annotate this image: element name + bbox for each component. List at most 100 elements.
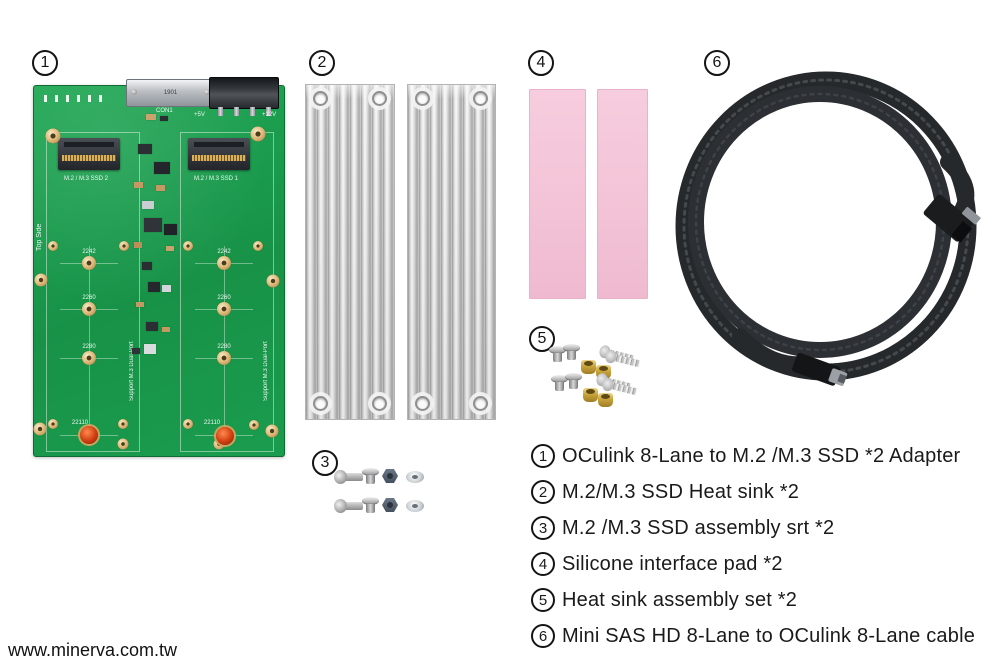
heatsink-1 (305, 84, 395, 420)
mount-hole (217, 351, 231, 365)
heatsink-hole (415, 91, 430, 106)
heatsink-2 (407, 84, 496, 420)
support-label-left: Support M.3 Dual-Port (129, 341, 135, 401)
mount-hole (183, 241, 193, 251)
slot2-label: M.2 / M.3 SSD 2 (64, 176, 109, 182)
smd-component (134, 242, 142, 248)
smd-component (146, 322, 158, 331)
legend-num-5: 5 (531, 588, 555, 612)
ssd1-region-outline (180, 132, 274, 452)
mount-hole (217, 256, 231, 270)
standoff-mark-2280-r: 2280 (217, 344, 231, 350)
smd-component (134, 182, 143, 188)
smd-component (132, 348, 140, 354)
led-indicator (44, 95, 47, 102)
red-standoff (80, 426, 98, 444)
ssd-washer-nut (406, 500, 424, 512)
mount-hole (265, 424, 279, 438)
smd-component (166, 246, 174, 251)
smd-component (164, 224, 177, 235)
legend-item-4: 4 Silicone interface pad *2 (531, 552, 975, 576)
standoff-mark-2242-r: 2242 (217, 249, 231, 255)
oculink-connector: 1901 (126, 79, 215, 107)
legend-label-6: Mini SAS HD 8-Lane to OCulink 8-Lane cab… (562, 624, 976, 647)
mount-hole (118, 419, 128, 429)
mount-hole (253, 241, 263, 251)
legend-label-2: M.2/M.3 SSD Heat sink *2 (562, 480, 800, 503)
brass-standoff (583, 388, 598, 402)
smd-component (148, 282, 160, 292)
mount-hole (82, 351, 96, 365)
oculink-adapter-board: 1901 CON1 +5V +12V M.2 / M.3 SSD 2 M.2 /… (33, 77, 285, 457)
legend-label-3: M.2 /M.3 SSD assembly srt *2 (562, 516, 835, 539)
smd-component (144, 218, 162, 232)
led-indicator (66, 95, 69, 102)
trace-line (89, 246, 90, 441)
ssd-screw-standing (362, 468, 379, 485)
smd-component (142, 262, 152, 270)
smd-component (156, 185, 165, 191)
heatsink-hole (372, 396, 387, 411)
connector-marking: 1901 (163, 90, 178, 96)
ssd2-region-outline (46, 132, 140, 452)
mount-hole (48, 241, 58, 251)
smd-component (160, 116, 168, 121)
watermark-url: www.minerva.com.tw (8, 640, 178, 660)
led-indicator (88, 95, 91, 102)
mount-hole (48, 419, 58, 429)
brass-standoff (581, 360, 596, 374)
mount-hole (34, 273, 48, 287)
power-connector (209, 77, 279, 116)
mount-hole (266, 274, 280, 288)
ssd-screw-side (334, 470, 363, 484)
mount-hole (119, 241, 129, 251)
legend-label-1: OCulink 8-Lane to M.2 /M.3 SSD *2 Adapte… (562, 444, 961, 467)
heatsink-hole (313, 396, 328, 411)
red-standoff (216, 427, 234, 445)
callout-3: 3 (312, 450, 338, 476)
parts-legend: 1 OCulink 8-Lane to M.2 /M.3 SSD *2 Adap… (531, 444, 975, 648)
brass-standoff (598, 393, 613, 407)
standoff-mark-22110-r: 22110 (203, 420, 221, 426)
mount-hole (45, 128, 61, 144)
heatsink-hole (313, 91, 328, 106)
legend-item-6: 6 Mini SAS HD 8-Lane to OCulink 8-Lane c… (531, 624, 975, 648)
m2-slot-1 (188, 138, 250, 170)
ssd-screw-standing (362, 497, 379, 514)
led-indicator (77, 95, 80, 102)
standoff-mark-2260-l: 2260 (82, 295, 96, 301)
heatsink-hole (473, 91, 488, 106)
mount-hole (250, 126, 266, 142)
smd-component (162, 285, 171, 292)
smd-component (144, 344, 156, 354)
ssd-washer-nut (406, 471, 424, 483)
led-indicator (99, 95, 102, 102)
standoff-mark-2260-r: 2260 (217, 295, 231, 301)
heatsink-screw (549, 346, 566, 363)
led-indicator (55, 95, 58, 102)
mount-hole (217, 302, 231, 316)
mount-hole (213, 438, 225, 450)
legend-item-1: 1 OCulink 8-Lane to M.2 /M.3 SSD *2 Adap… (531, 444, 975, 468)
callout-4: 4 (528, 50, 554, 76)
con1-silkscreen: CON1 (156, 108, 173, 114)
callout-1: 1 (32, 50, 58, 76)
trace-line (224, 246, 225, 441)
power-5v-label: +5V (194, 112, 205, 118)
heatsink-hole (372, 91, 387, 106)
mount-hole (249, 420, 259, 430)
smd-component (142, 201, 154, 209)
legend-label-4: Silicone interface pad *2 (562, 552, 783, 575)
legend-num-2: 2 (531, 480, 555, 504)
standoff-mark-22110-l: 22110 (71, 420, 89, 426)
mount-hole (82, 256, 96, 270)
power-12v-label: +12V (262, 112, 277, 118)
smd-component (162, 327, 170, 332)
slot1-label: M.2 / M.3 SSD 1 (194, 176, 239, 182)
standoff-mark-2280-l: 2280 (82, 344, 96, 350)
heatsink-hole (473, 396, 488, 411)
smd-component (146, 114, 156, 120)
legend-num-3: 3 (531, 516, 555, 540)
support-label-right: Support M.3 Dual-Port (263, 341, 269, 401)
